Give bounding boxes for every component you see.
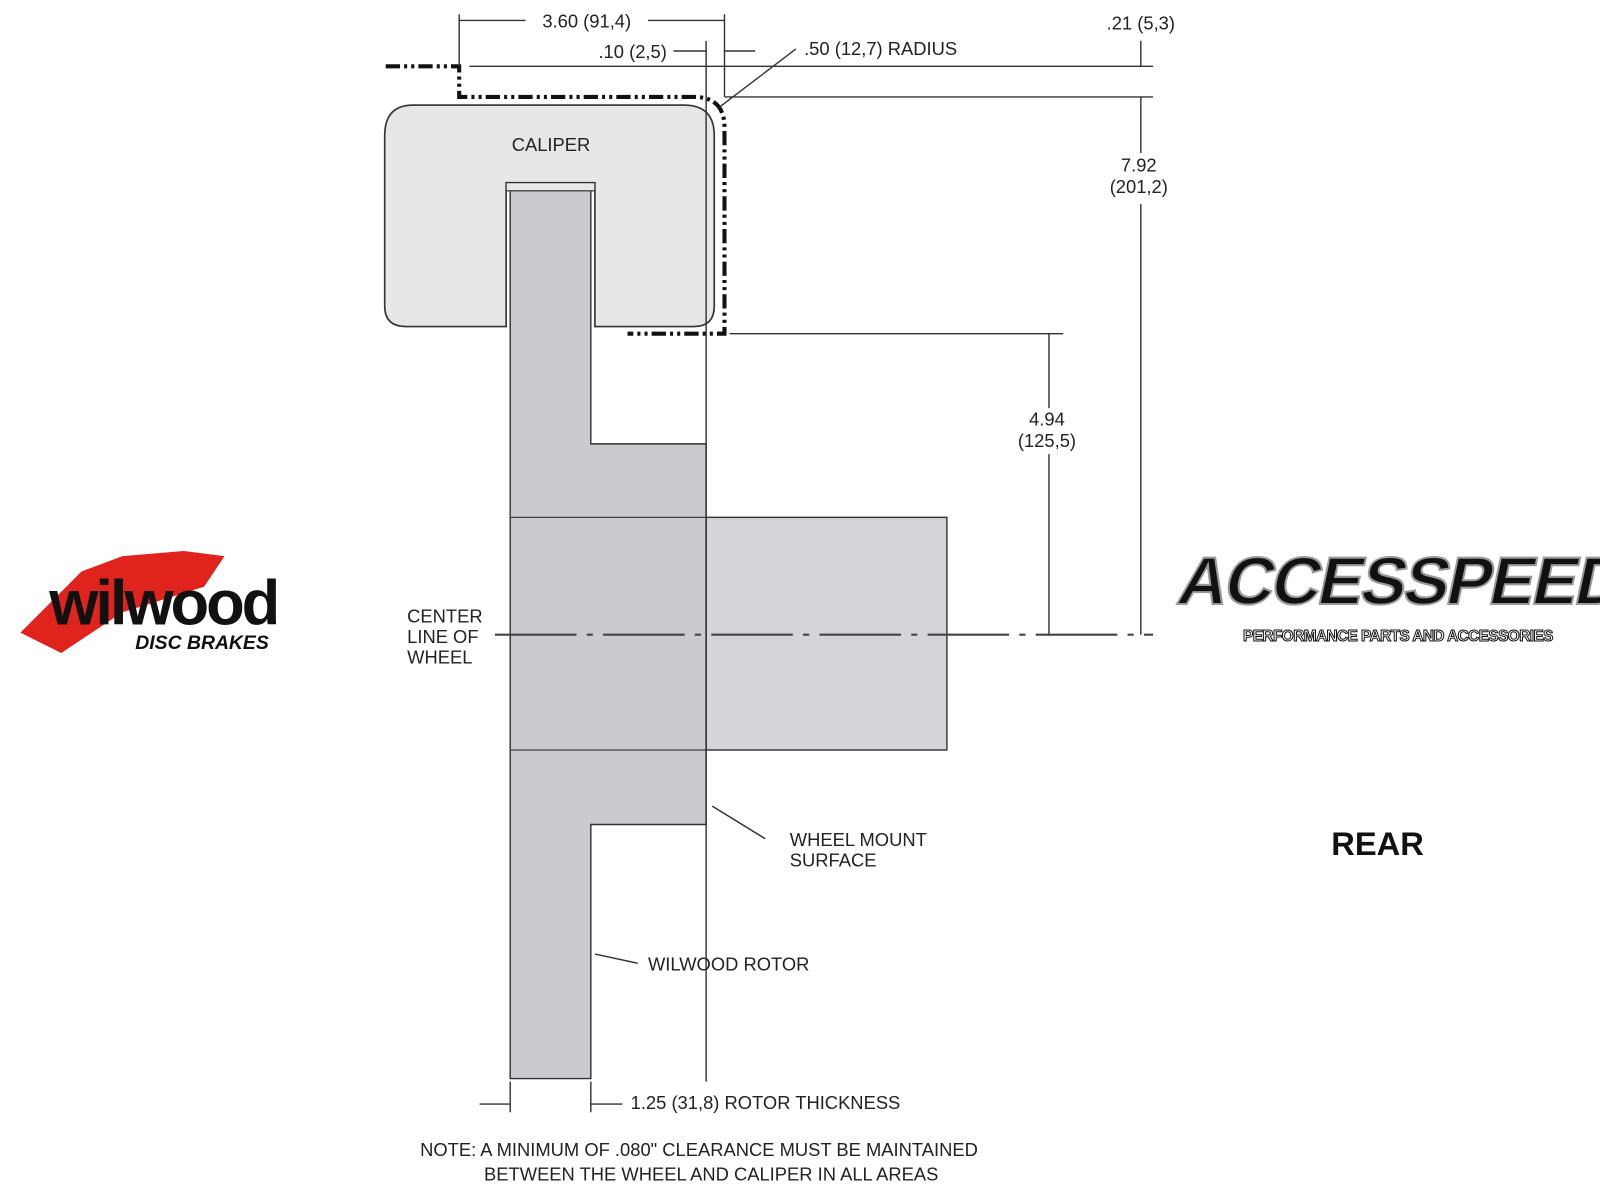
wheel-mount-label: SURFACE — [790, 849, 877, 870]
svg-text:ACCESSPEED: ACCESSPEED — [1172, 544, 1600, 619]
wilwood-logo: wilwood DISC BRAKES — [20, 551, 280, 654]
centerline-label: CENTER — [407, 605, 482, 626]
clearance-note: NOTE: A MINIMUM OF .080" CLEARANCE MUST … — [420, 1139, 978, 1160]
height-dimension-metric: (201,2) — [1110, 176, 1168, 197]
dimension-lines — [458, 14, 1154, 1113]
radius-dimension: .50 (12,7) RADIUS — [804, 38, 957, 59]
centerline-label: WHEEL — [407, 646, 472, 667]
height-dimension: 7.92 — [1121, 154, 1157, 175]
mount-dimension: 4.94 — [1029, 409, 1065, 430]
rotor-label: WILWOOD ROTOR — [648, 953, 810, 974]
centerline-label: LINE OF — [407, 626, 478, 647]
clearance-envelope — [385, 64, 727, 336]
wheel-mount-label: WHEEL MOUNT — [790, 829, 927, 850]
rotor-thickness-label: 1.25 (31,8) ROTOR THICKNESS — [631, 1092, 901, 1113]
svg-text:wilwood: wilwood — [48, 568, 277, 638]
top-offset-dimension: .21 (5,3) — [1107, 13, 1175, 34]
clearance-dimension: .10 (2,5) — [598, 41, 666, 62]
width-dimension: 3.60 (91,4) — [542, 11, 631, 32]
mount-dimension-metric: (125,5) — [1018, 430, 1076, 451]
clearance-note: BETWEEN THE WHEEL AND CALIPER IN ALL ARE… — [484, 1164, 938, 1185]
caliper-label: CALIPER — [512, 134, 591, 155]
accesspeed-logo: ACCESSPEED PERFORMANCE PARTS AND ACCESSO… — [1171, 543, 1600, 646]
svg-text:DISC BRAKES: DISC BRAKES — [135, 632, 269, 654]
svg-text:PERFORMANCE PARTS AND ACCESSOR: PERFORMANCE PARTS AND ACCESSORIES — [1243, 628, 1553, 645]
position-label: REAR — [1331, 825, 1424, 862]
